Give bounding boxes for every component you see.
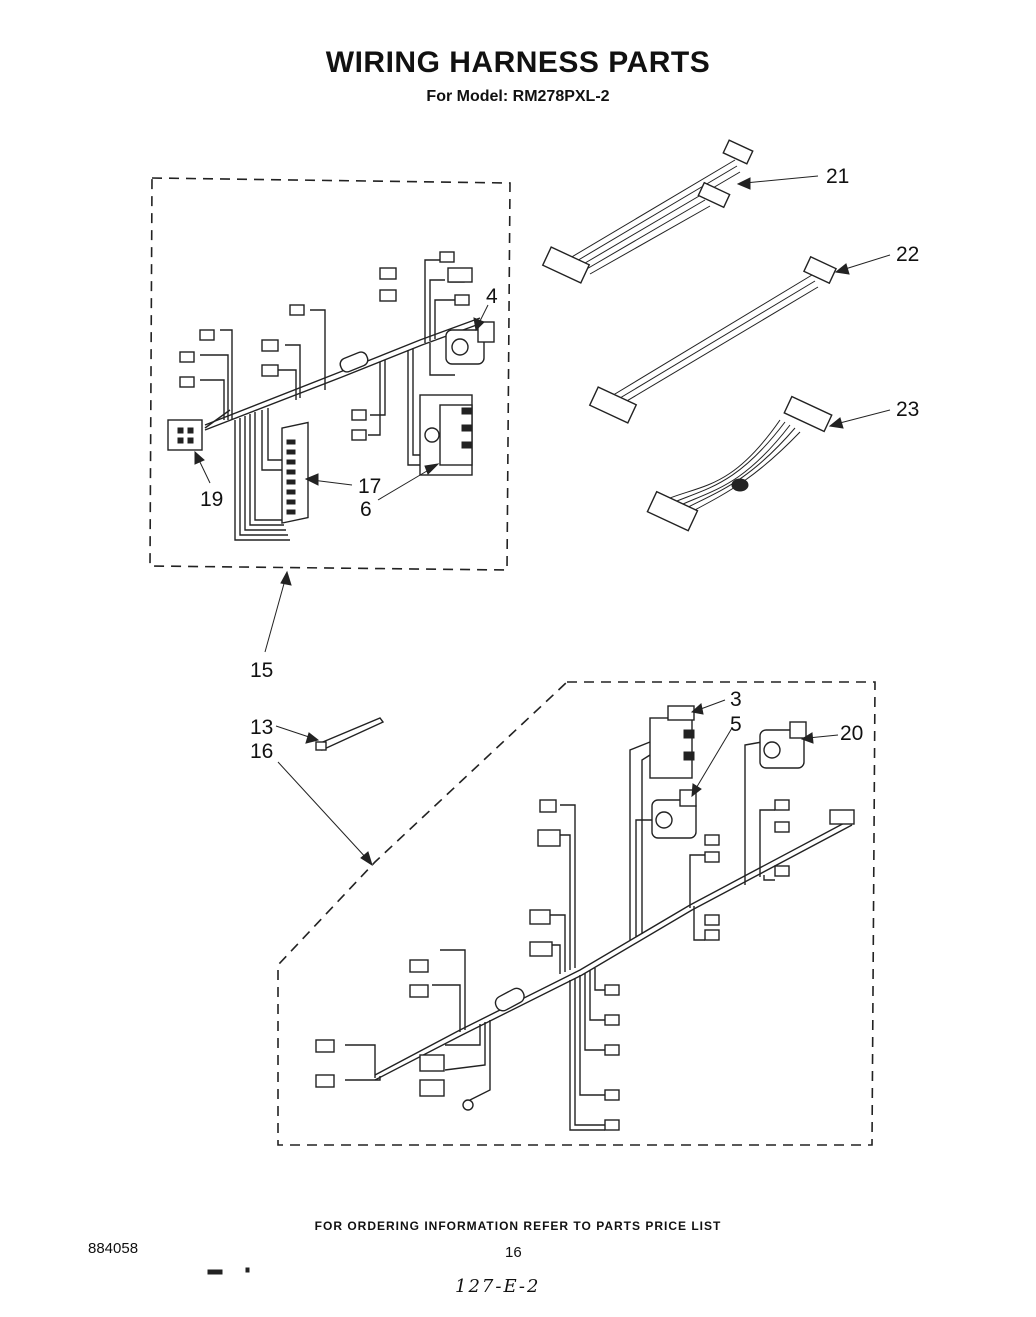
- callout-23: 23: [896, 398, 919, 421]
- callout-6: 6: [360, 498, 372, 521]
- lower-harness-dashed-box: [277, 681, 876, 1146]
- page-number: 16: [505, 1244, 522, 1261]
- callout-13: 13: [250, 716, 273, 739]
- ordering-note: FOR ORDERING INFORMATION REFER TO PARTS …: [314, 1219, 722, 1233]
- callout-3: 3: [730, 688, 742, 711]
- upper-harness-drawing: [167, 251, 495, 541]
- callout-19: 19: [200, 488, 223, 511]
- model-subtitle: For Model: RM278PXL-2: [426, 88, 610, 105]
- callout-4: 4: [486, 285, 498, 308]
- upper-harness-dashed-box: [149, 177, 511, 571]
- scan-mark: [207, 1269, 223, 1275]
- upper-callout-arrows: [194, 304, 489, 653]
- part-13-tie-strap: [315, 717, 385, 751]
- scan-mark: [245, 1267, 250, 1273]
- callout-20: 20: [840, 722, 863, 745]
- harness-21: [541, 139, 819, 284]
- callout-21: 21: [826, 165, 849, 188]
- harness-22: [588, 254, 891, 424]
- page-title: WIRING HARNESS PARTS: [325, 46, 711, 79]
- handwritten-note: 127-E-2: [455, 1276, 541, 1297]
- lower-callout-arrows: [275, 699, 839, 867]
- callout-16: 16: [250, 740, 273, 763]
- lower-harness-drawing: [315, 705, 855, 1131]
- plug-17-pins: [286, 439, 296, 515]
- callout-22: 22: [896, 243, 919, 266]
- callout-17: 17: [358, 475, 381, 498]
- document-number: 884058: [88, 1240, 139, 1257]
- callout-5: 5: [730, 713, 742, 736]
- callout-15: 15: [250, 659, 273, 682]
- harness-23: [646, 395, 891, 532]
